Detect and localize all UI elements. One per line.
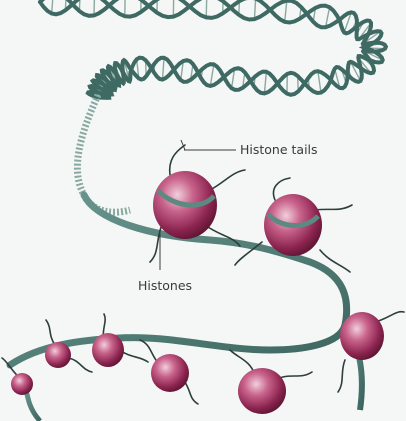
dna-base-pair — [206, 0, 207, 17]
histone-bead — [238, 368, 286, 414]
histone-tails-label: Histone tails — [240, 142, 318, 157]
histone-bead — [11, 373, 33, 395]
histone-bead — [340, 312, 384, 360]
histone-bead — [45, 342, 71, 368]
histone-bead — [92, 333, 124, 367]
histone-bead — [151, 354, 189, 392]
histones-label: Histones — [138, 278, 192, 293]
